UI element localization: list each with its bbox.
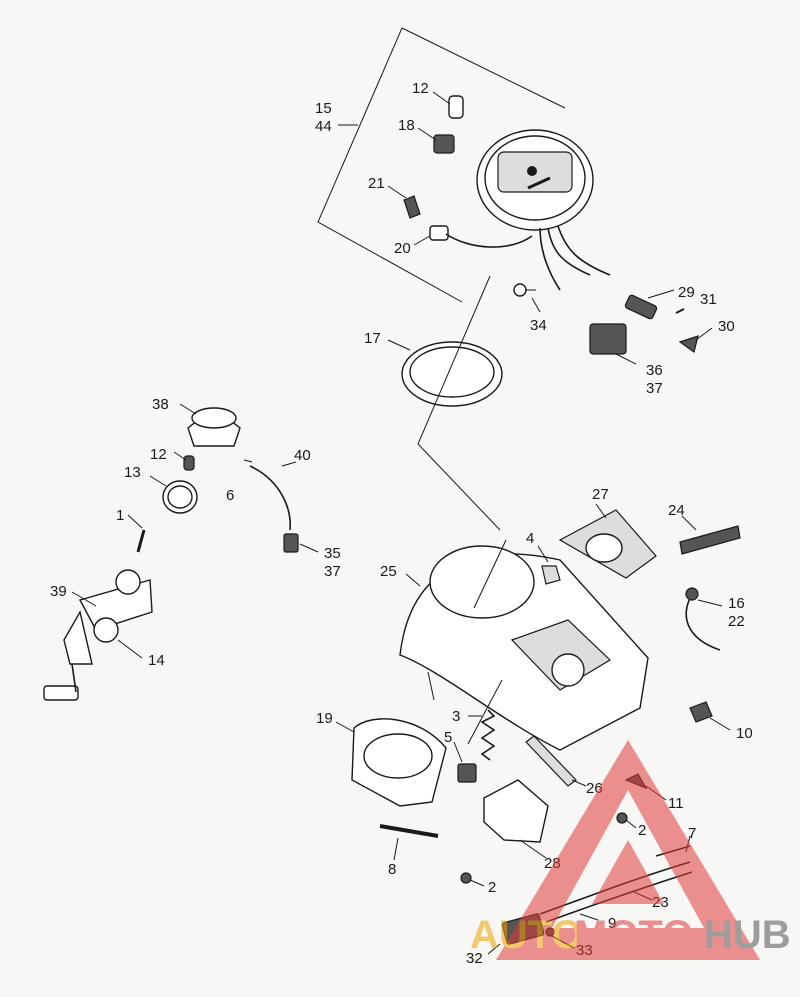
- callout-35: 35: [324, 545, 341, 562]
- callout-20: 20: [394, 240, 411, 257]
- warning-triangle-logo: [496, 740, 760, 960]
- callout-38: 38: [152, 396, 169, 413]
- callout-12-left: 12: [150, 446, 167, 463]
- ground-wire-16: [685, 587, 723, 651]
- connector-29: [624, 289, 675, 320]
- callout-13: 13: [124, 464, 141, 481]
- callout-25: 25: [380, 563, 397, 580]
- screw-1: [127, 514, 146, 553]
- callout-15: 15: [315, 100, 332, 117]
- callout-21: 21: [368, 175, 385, 192]
- fuel-gauge-38: [179, 403, 241, 447]
- tie-8: [379, 824, 439, 861]
- watermark: AUTO MOTO HUB: [470, 740, 791, 960]
- callout-19: 19: [316, 710, 333, 727]
- callout-9: 9: [608, 915, 616, 932]
- block-5: [453, 741, 477, 783]
- callout-10: 10: [736, 725, 753, 742]
- callout-27: 27: [592, 486, 609, 503]
- callout-8: 8: [388, 861, 396, 878]
- callout-40: 40: [294, 447, 311, 464]
- watermark-hub: HUB: [704, 913, 791, 957]
- plug-21: [387, 185, 421, 219]
- ring-terminal-34: [513, 283, 541, 313]
- callout-44: 44: [315, 118, 332, 135]
- bracket-19: [335, 718, 447, 807]
- harness-40: [243, 459, 319, 553]
- callout-11: 11: [668, 795, 684, 812]
- leader-lines: [417, 275, 507, 745]
- callout-31: 31: [700, 291, 717, 308]
- terminal-30: [678, 327, 713, 354]
- clip-10: [689, 701, 731, 731]
- callout-37-lower: 37: [324, 563, 341, 580]
- callout-22: 22: [728, 613, 745, 630]
- bracket-26: [525, 735, 587, 787]
- callout-3: 3: [452, 708, 460, 725]
- callout-30: 30: [718, 318, 735, 335]
- lens-27: [558, 503, 657, 579]
- callout-17: 17: [364, 330, 381, 347]
- watermark-auto: AUTO: [470, 913, 583, 957]
- callout-labels: 15 44 12 18 21 20 29 31 34 30 17 36 37 3…: [50, 80, 753, 967]
- callout-37-upper: 37: [646, 380, 663, 397]
- sender-39: [43, 569, 153, 701]
- o-ring-13: [149, 475, 198, 514]
- console-25: [399, 545, 649, 751]
- speedometer: [476, 129, 611, 291]
- callout-7: 7: [688, 825, 696, 842]
- speedometer-group-frame: [317, 27, 566, 303]
- nut-4: [537, 545, 561, 585]
- terminal-block-24: [679, 515, 741, 555]
- callout-2-upper: 2: [638, 822, 646, 839]
- module-28: [483, 779, 549, 859]
- callout-29: 29: [678, 284, 695, 301]
- lamp-socket-top: [432, 91, 464, 119]
- callout-34: 34: [530, 317, 547, 334]
- screw-2-lower: [460, 872, 485, 887]
- callout-24: 24: [668, 502, 685, 519]
- callout-1: 1: [116, 507, 124, 524]
- pin-31: [675, 308, 685, 314]
- callout-36: 36: [646, 362, 663, 379]
- harness-20: [413, 225, 533, 248]
- screw-2-upper: [616, 812, 637, 829]
- callout-16: 16: [728, 595, 745, 612]
- grommet-18: [417, 127, 455, 154]
- callout-18: 18: [398, 117, 415, 134]
- callout-12-top: 12: [412, 80, 429, 97]
- watermark-moto: MOTO: [574, 913, 693, 957]
- lamp-socket-12-left: [173, 451, 195, 471]
- callout-14: 14: [148, 652, 165, 669]
- spring-3: [468, 709, 496, 761]
- callout-39: 39: [50, 583, 67, 600]
- gasket-17: [387, 339, 503, 407]
- connector-36: [589, 323, 637, 365]
- callout-4: 4: [526, 530, 534, 547]
- callout-32: 32: [466, 950, 483, 967]
- callout-6: 6: [226, 487, 234, 504]
- callout-5: 5: [444, 729, 452, 746]
- callout-2-lower: 2: [488, 879, 496, 896]
